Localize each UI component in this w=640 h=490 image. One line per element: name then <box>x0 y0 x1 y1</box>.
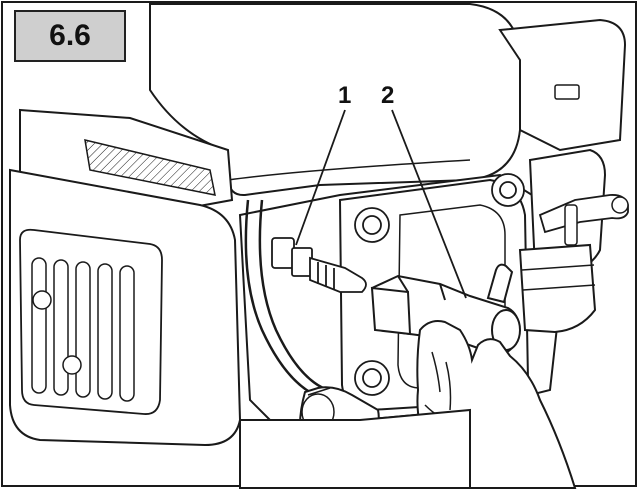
choke-lever <box>538 194 629 234</box>
figure-number: 6.6 <box>49 19 91 52</box>
air-cleaner-latch <box>554 84 580 100</box>
figure-number-badge: 6.6 <box>14 10 126 62</box>
fuel-bowl <box>518 243 597 334</box>
fuel-tank-edge <box>227 159 471 181</box>
leader-line-2 <box>391 109 467 299</box>
spark-plug <box>271 237 367 293</box>
callout-1-label: 1 <box>338 82 352 109</box>
spark-plug-wrench <box>370 263 521 356</box>
leader-line-1 <box>295 109 346 246</box>
callout-2-label: 2 <box>381 82 395 109</box>
cooling-fins <box>84 139 216 196</box>
ignition-lead-inner <box>258 199 324 390</box>
crankcase <box>239 408 471 489</box>
ignition-lead <box>244 199 316 397</box>
head-bolts <box>354 173 525 396</box>
